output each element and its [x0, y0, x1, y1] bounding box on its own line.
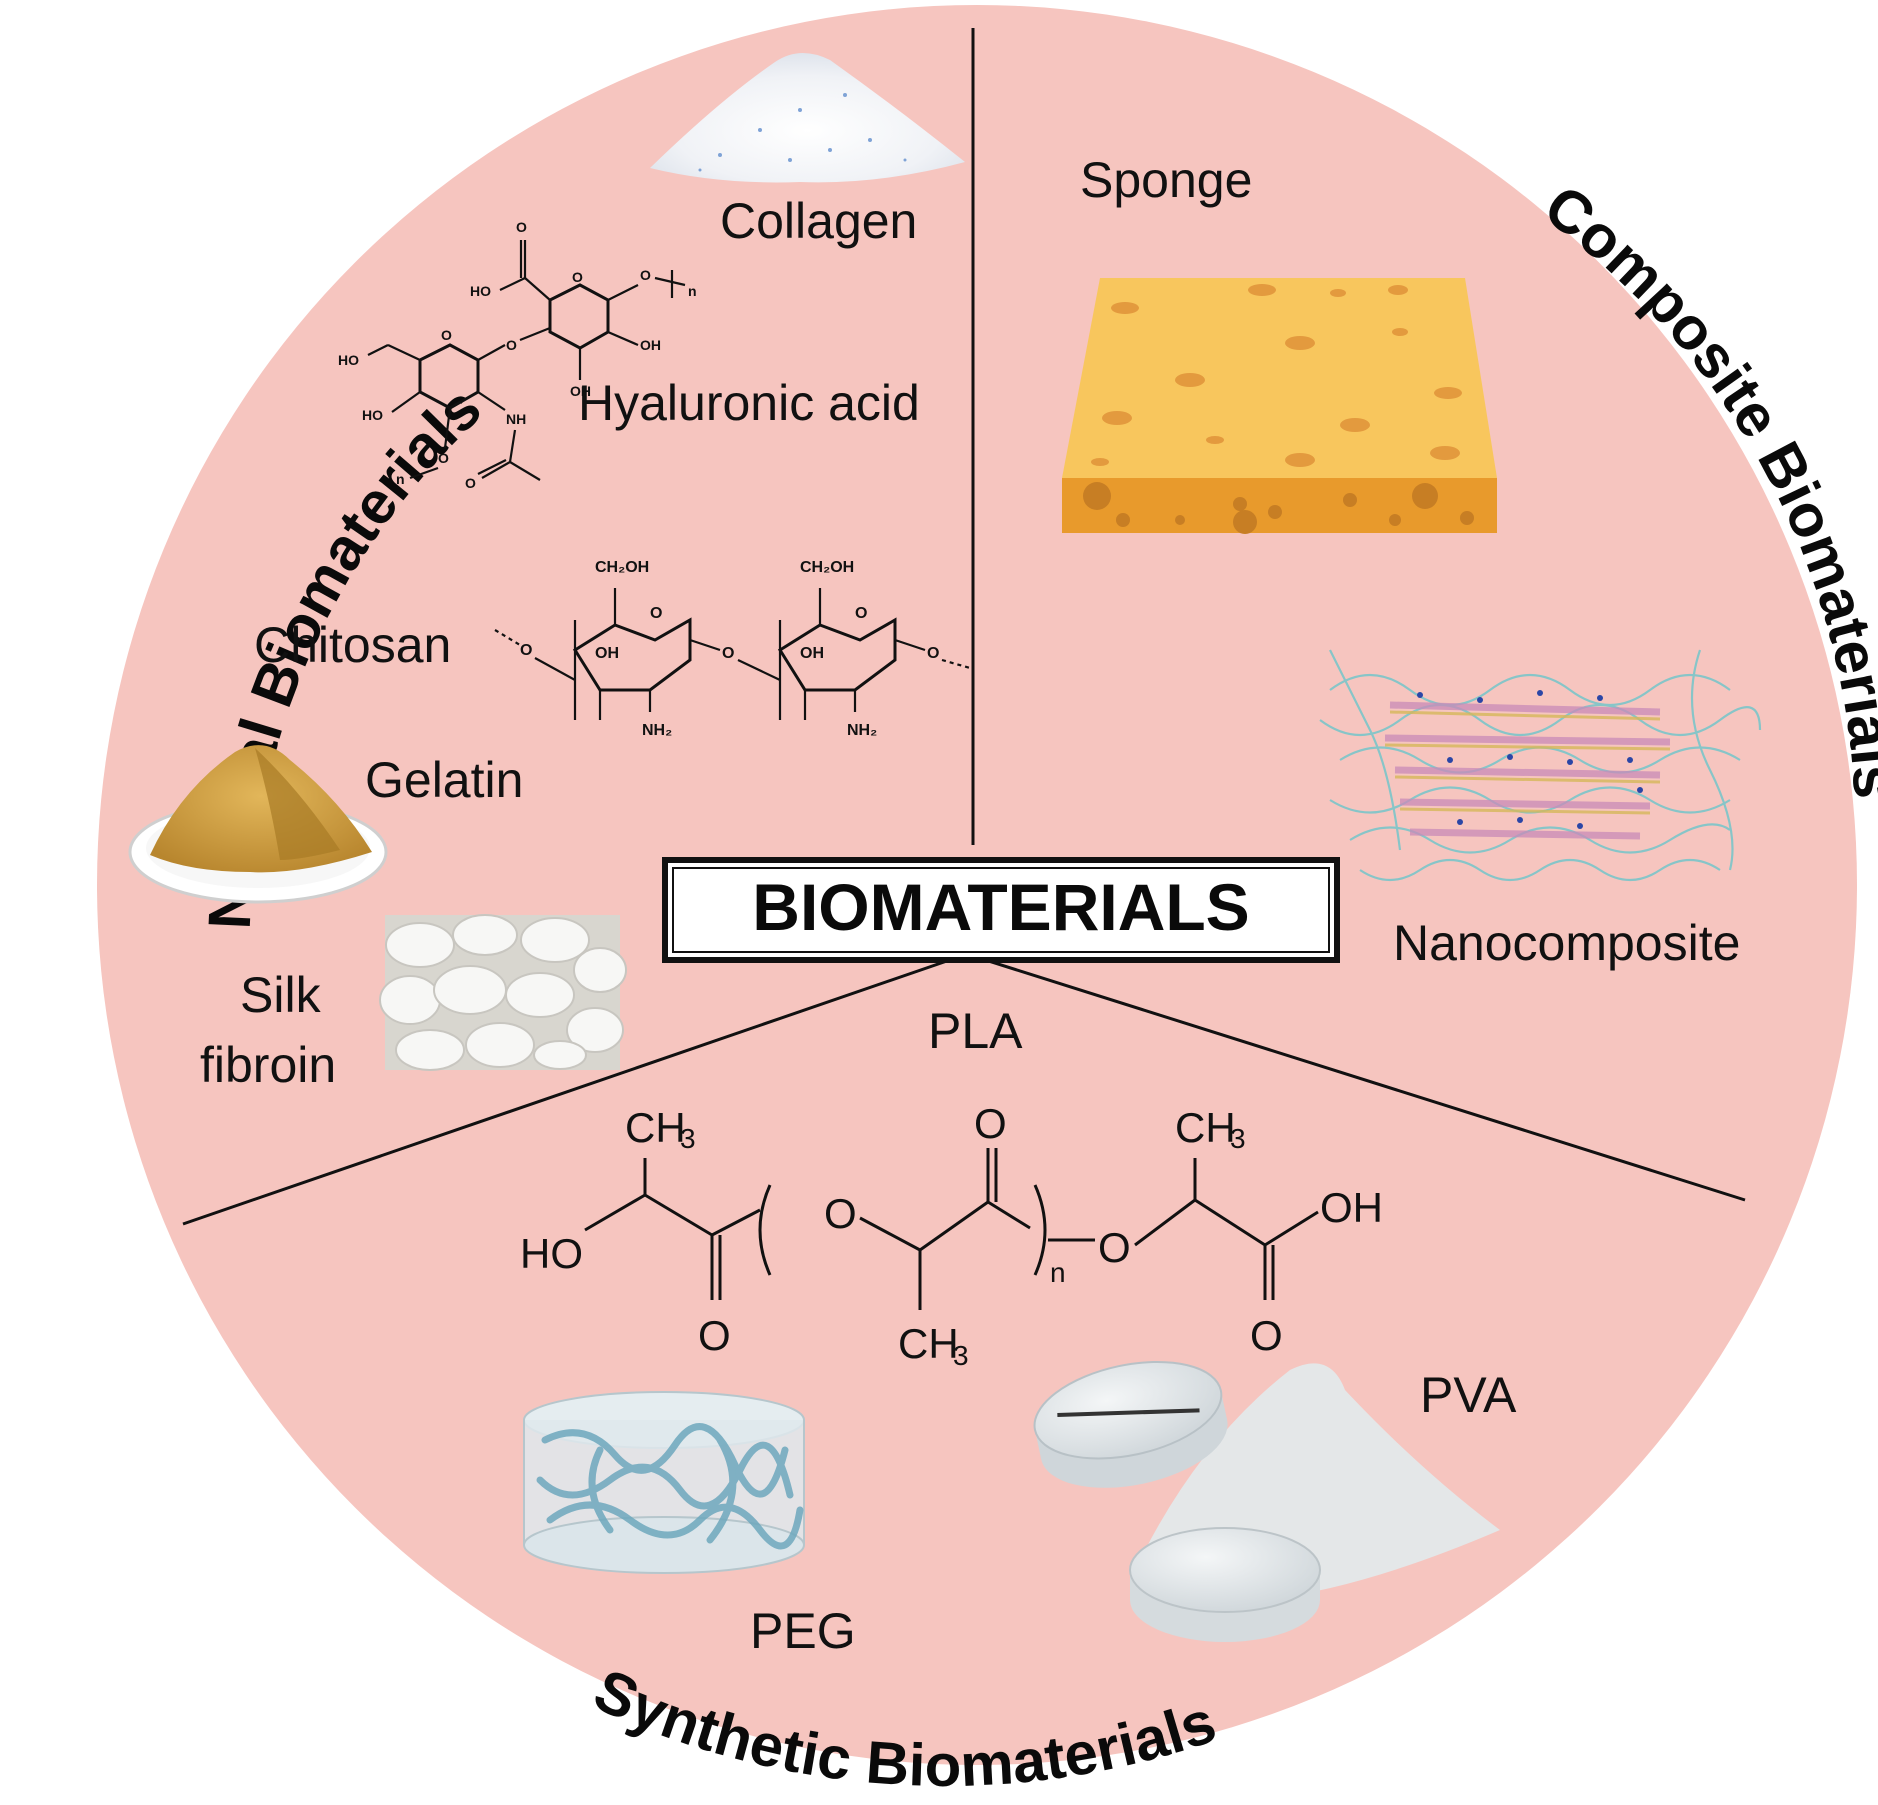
collagen-image [650, 52, 965, 183]
svg-text:O: O [927, 645, 939, 662]
svg-text:O: O [520, 642, 532, 659]
silk-fibroin-label-line2: fibroin [200, 1037, 336, 1093]
svg-text:HO: HO [470, 283, 491, 299]
svg-text:O: O [698, 1312, 731, 1359]
svg-text:HO: HO [362, 407, 383, 423]
svg-text:CH₂OH: CH₂OH [595, 559, 649, 576]
pva-image [1033, 1360, 1500, 1642]
svg-text:O: O [1098, 1224, 1131, 1271]
svg-text:HO: HO [520, 1230, 583, 1277]
chitosan-label: Chitosan [254, 617, 451, 673]
svg-text:OH: OH [640, 337, 661, 353]
center-title: BIOMATERIALS [752, 870, 1249, 944]
svg-text:n: n [396, 471, 405, 487]
svg-text:CH: CH [1175, 1104, 1236, 1151]
svg-text:O: O [438, 450, 449, 466]
peg-label: PEG [750, 1603, 856, 1659]
svg-text:CH: CH [898, 1320, 959, 1367]
gelatin-label: Gelatin [365, 752, 523, 808]
gelatin-image [128, 745, 388, 904]
pla-structure: HO CH 3 O O CH 3 O n O CH 3 O OH [520, 1100, 1383, 1371]
nanocomposite-label: Nanocomposite [1393, 915, 1740, 971]
svg-text:O: O [506, 337, 517, 353]
center-title-box: BIOMATERIALS [662, 857, 1340, 963]
svg-text:3: 3 [680, 1123, 696, 1154]
silk-fibroin-image [379, 914, 627, 1071]
svg-text:OH: OH [570, 383, 591, 399]
svg-text:3: 3 [1230, 1123, 1246, 1154]
svg-text:O: O [722, 645, 734, 662]
svg-text:NH₂: NH₂ [847, 722, 877, 739]
svg-text:NH: NH [506, 411, 526, 427]
divider-left [182, 950, 974, 1226]
sponge-image [1062, 278, 1497, 534]
divider-right [959, 950, 1746, 1202]
svg-text:OH: OH [800, 645, 824, 662]
silk-fibroin-label-line1: Silk [240, 967, 322, 1023]
hyaluronic-acid-label: Hyaluronic acid [578, 375, 920, 431]
chitosan-structure: O CH₂OH O OH NH₂ O CH₂OH O OH NH₂ O [494, 559, 971, 739]
nanocomposite-image [1319, 649, 1762, 881]
svg-text:O: O [516, 219, 527, 235]
svg-text:O: O [441, 327, 452, 343]
sponge-label: Sponge [1080, 152, 1252, 208]
pla-label: PLA [928, 1003, 1023, 1059]
svg-text:CH₂OH: CH₂OH [800, 559, 854, 576]
svg-text:n: n [1050, 1257, 1066, 1288]
svg-text:n: n [688, 283, 697, 299]
svg-text:OH: OH [595, 645, 619, 662]
peg-image [523, 1391, 805, 1574]
svg-text:O: O [855, 605, 867, 622]
collagen-label: Collagen [720, 193, 917, 249]
svg-text:HO: HO [338, 352, 359, 368]
svg-text:O: O [1250, 1312, 1283, 1359]
hyaluronic-acid-structure: HO O HO O n NH O O O O HO O n OH OH [338, 219, 697, 491]
svg-text:3: 3 [953, 1340, 969, 1371]
svg-text:O: O [465, 475, 476, 491]
svg-text:NH₂: NH₂ [642, 722, 672, 739]
svg-text:O: O [572, 269, 583, 285]
svg-text:O: O [640, 267, 651, 283]
svg-text:O: O [974, 1100, 1007, 1147]
svg-text:CH: CH [625, 1104, 686, 1151]
svg-text:O: O [650, 605, 662, 622]
svg-text:O: O [824, 1190, 857, 1237]
pva-label: PVA [1420, 1367, 1517, 1423]
svg-text:OH: OH [1320, 1184, 1383, 1231]
